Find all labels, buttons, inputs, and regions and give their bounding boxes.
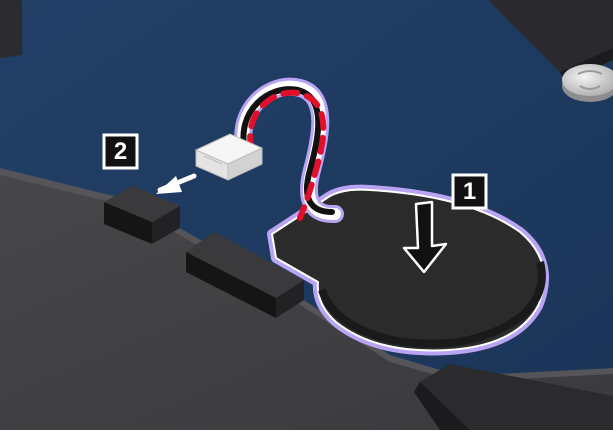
step-1-badge: 1: [453, 175, 486, 208]
screw-icon: [562, 64, 613, 102]
chassis-top-left-edge: [0, 0, 22, 58]
step-1-label: 1: [463, 178, 476, 205]
step-2-badge: 2: [104, 135, 137, 168]
step-2-label: 2: [114, 138, 127, 165]
